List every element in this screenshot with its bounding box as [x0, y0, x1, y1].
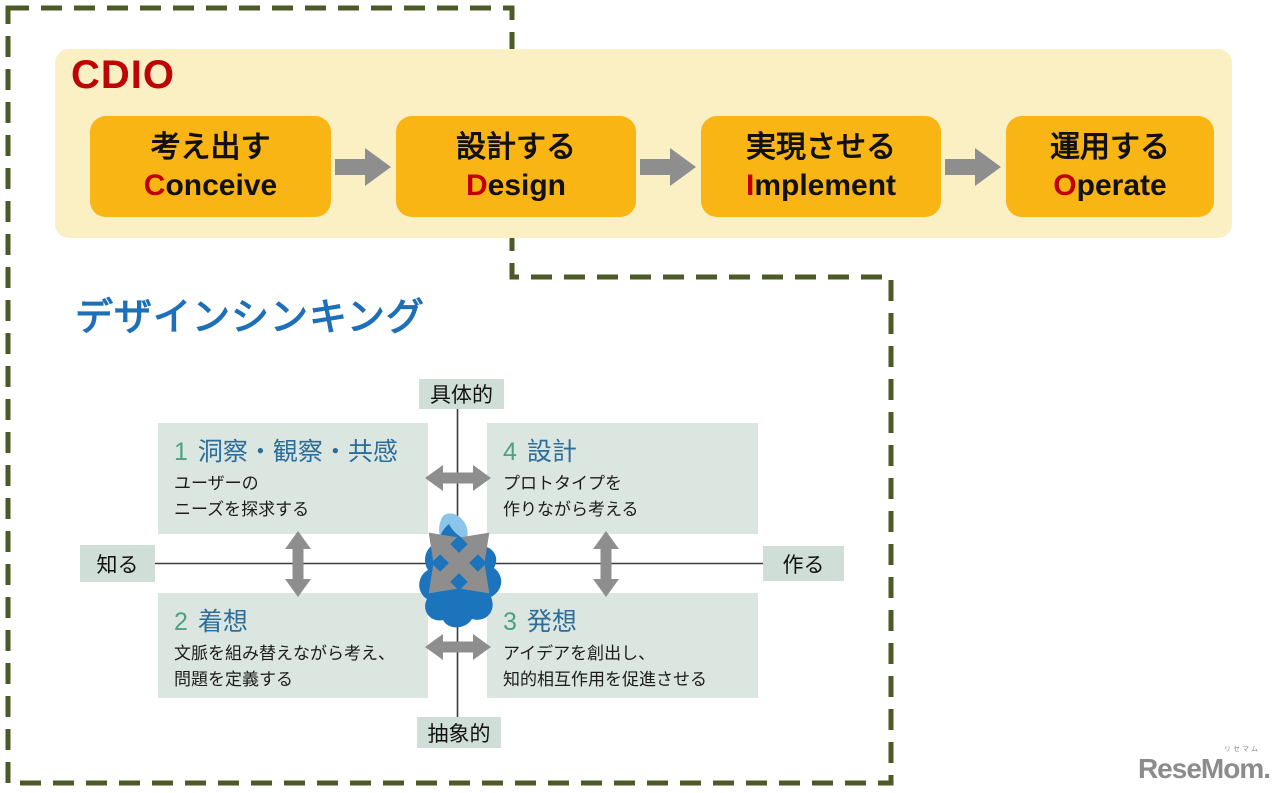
cdio-step-implement: 実現させる Implement [701, 116, 941, 217]
quadrant-header: 4 設計 [503, 432, 752, 468]
ink-splash-light [439, 513, 468, 549]
quadrant-number: 1 [174, 438, 188, 466]
quadrant-title: 発想 [526, 608, 577, 636]
resemom-logo-text: ReseMom. [1137, 753, 1271, 784]
quadrant-description-line: プロトタイプを [503, 474, 622, 493]
quadrant-design: 4 設計 プロトタイプを 作りながら考える [487, 423, 758, 534]
cdio-step-rest: perate [1076, 168, 1167, 202]
quadrant-header: 3 発想 [503, 602, 752, 638]
axis-label-abstract: 抽象的 [417, 717, 501, 748]
cdio-step-jp-label: 考え出す [150, 131, 271, 164]
quadrant-number: 3 [503, 608, 517, 636]
cdio-step-rest: esign [487, 168, 567, 202]
quadrant-insight: 1 洞察・観察・共感 ユーザーの ニーズを探求する [158, 423, 428, 534]
quadrant-description-line: 知的相互作用を促進させる [503, 669, 707, 689]
quadrant-description-line: ニーズを探求する [174, 499, 310, 519]
quadrant-title: 着想 [197, 608, 248, 636]
quadrant-description-line: アイデアを創出し、 [503, 644, 656, 663]
cdio-step-rest: mplement [754, 168, 897, 202]
cdio-step-conceive: 考え出す Conceive [90, 116, 331, 217]
cdio-step-rest: onceive [165, 168, 278, 202]
quadrant-description: 文脈を組み替えながら考え、 問題を定義する [174, 641, 422, 692]
axis-label-know: 知る [80, 545, 155, 582]
quadrant-title: 設計 [526, 438, 577, 466]
cdio-step-initial: C [143, 168, 166, 202]
quadrant-description-line: 文脈を組み替えながら考え、 [174, 644, 395, 663]
resemom-logo: リセマム ReseMom. [1137, 745, 1271, 787]
right-arrow-icon [945, 148, 1001, 186]
quadrant-description: プロトタイプを 作りながら考える [503, 471, 752, 522]
quadrant-description-line: ユーザーの [174, 474, 259, 493]
cdio-step-initial: O [1053, 168, 1077, 202]
quadrant-conception: 3 発想 アイデアを創出し、 知的相互作用を促進させる [487, 593, 758, 698]
cdio-heading: CDIO [71, 53, 175, 97]
quadrant-header: 1 洞察・観察・共感 [174, 432, 422, 468]
quadrant-description-line: 作りながら考える [503, 499, 639, 519]
quadrant-description: アイデアを創出し、 知的相互作用を促進させる [503, 641, 752, 692]
double-arrow-icon [425, 634, 491, 660]
cdio-step-jp-label: 設計する [456, 131, 576, 164]
cdio-banner: CDIO 考え出す Conceive 設計する Design 実現させる Imp… [55, 49, 1232, 238]
cdio-step-initial: D [465, 168, 488, 202]
quadrant-header: 2 着想 [174, 602, 422, 638]
cdio-step-en-label: Implement [746, 167, 896, 205]
double-arrow-icon [593, 531, 619, 597]
quadrant-ideation: 2 着想 文脈を組み替えながら考え、 問題を定義する [158, 593, 428, 698]
double-arrow-icon [425, 465, 491, 491]
quadrant-title: 洞察・観察・共感 [197, 438, 398, 466]
cdio-step-design: 設計する Design [396, 116, 636, 217]
quadrant-number: 4 [503, 438, 517, 466]
cdio-step-en-label: Operate [1053, 167, 1166, 205]
cdio-step-initial: I [745, 168, 755, 202]
cdio-step-en-label: Design [466, 167, 566, 205]
right-arrow-icon [640, 148, 696, 186]
cdio-step-jp-label: 実現させる [746, 131, 896, 164]
axis-label-make: 作る [763, 546, 844, 581]
cdio-step-operate: 運用する Operate [1006, 116, 1214, 217]
design-thinking-heading: デザインシンキング [75, 297, 425, 339]
right-arrow-icon [335, 148, 391, 186]
resemom-logo-ruby: リセマム [1224, 746, 1260, 753]
axis-label-concrete: 具体的 [419, 379, 504, 409]
quadrant-description: ユーザーの ニーズを探求する [174, 471, 422, 522]
quadrant-description-line: 問題を定義する [174, 669, 293, 689]
cdio-step-jp-label: 運用する [1050, 131, 1170, 164]
quadrant-number: 2 [174, 608, 188, 636]
double-arrow-icon [285, 531, 311, 597]
cdio-step-en-label: Conceive [144, 167, 277, 205]
